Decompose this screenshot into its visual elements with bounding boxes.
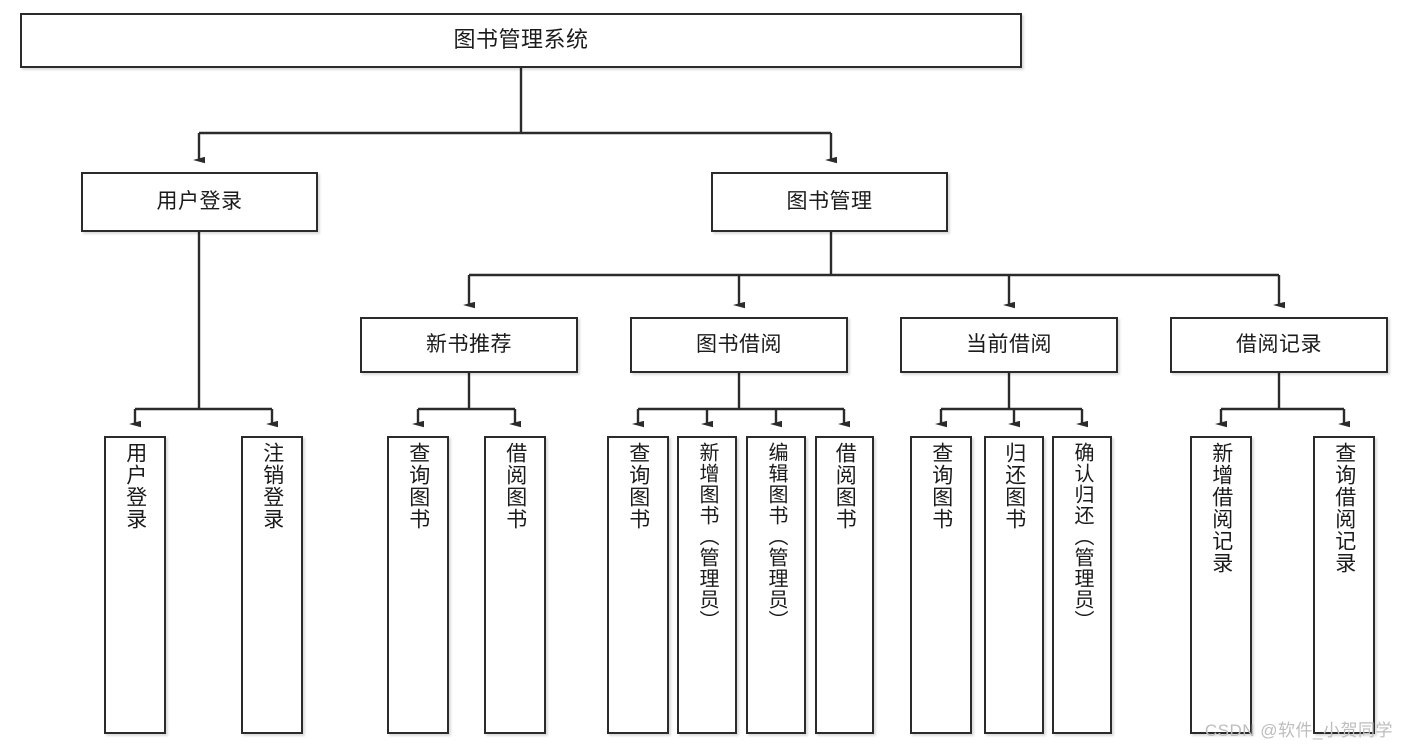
node-leaf-add-borrow-record[interactable]: 新增借阅记录: [1190, 436, 1252, 734]
csdn-watermark: CSDN @软件_小贺同学: [1204, 721, 1393, 740]
node-leaf-query-book-1-label: 查询图书: [406, 442, 430, 530]
node-new-book-recommend-label: 新书推荐: [426, 333, 512, 357]
node-leaf-query-book-2-label: 查询图书: [626, 442, 650, 530]
node-leaf-user-logout-label: 注销登录: [260, 442, 284, 530]
node-leaf-query-borrow-record-label: 查询借阅记录: [1332, 442, 1356, 574]
node-leaf-user-logout[interactable]: 注销登录: [241, 436, 303, 734]
node-leaf-query-borrow-record[interactable]: 查询借阅记录: [1313, 436, 1375, 734]
node-leaf-query-book-1[interactable]: 查询图书: [387, 436, 449, 734]
node-leaf-borrow-book-1[interactable]: 借阅图书: [484, 436, 546, 734]
node-leaf-confirm-return-admin[interactable]: 确认归还（管理员）: [1052, 436, 1112, 734]
node-new-book-recommend[interactable]: 新书推荐: [360, 317, 578, 373]
node-book-manage-label: 图书管理: [786, 190, 873, 214]
node-leaf-user-login[interactable]: 用户登录: [104, 436, 166, 734]
node-leaf-query-book-3-label: 查询图书: [929, 442, 953, 530]
node-leaf-query-book-2[interactable]: 查询图书: [607, 436, 669, 734]
node-leaf-confirm-return-admin-label: 确认归还（管理员）: [1071, 442, 1093, 631]
node-user-login-label: 用户登录: [156, 190, 243, 214]
node-leaf-add-borrow-record-label: 新增借阅记录: [1209, 442, 1233, 574]
node-book-borrow[interactable]: 图书借阅: [630, 317, 848, 373]
node-leaf-user-login-label: 用户登录: [123, 442, 147, 530]
node-leaf-edit-book-admin-label: 编辑图书（管理员）: [765, 442, 787, 631]
node-leaf-query-book-3[interactable]: 查询图书: [910, 436, 972, 734]
node-book-manage[interactable]: 图书管理: [711, 172, 948, 232]
node-root[interactable]: 图书管理系统: [20, 13, 1022, 68]
node-leaf-borrow-book-1-label: 借阅图书: [503, 442, 527, 530]
node-borrow-record-label: 借阅记录: [1236, 333, 1322, 357]
node-leaf-add-book-admin-label: 新增图书（管理员）: [696, 442, 718, 631]
node-root-label: 图书管理系统: [453, 27, 589, 53]
node-leaf-borrow-book-2[interactable]: 借阅图书: [815, 436, 874, 734]
node-leaf-add-book-admin[interactable]: 新增图书（管理员）: [677, 436, 737, 734]
node-current-borrow[interactable]: 当前借阅: [900, 317, 1118, 373]
node-user-login[interactable]: 用户登录: [81, 172, 318, 232]
node-leaf-return-book-label: 归还图书: [1002, 442, 1026, 530]
node-book-borrow-label: 图书借阅: [696, 333, 782, 357]
node-leaf-edit-book-admin[interactable]: 编辑图书（管理员）: [746, 436, 806, 734]
node-leaf-borrow-book-2-label: 借阅图书: [833, 442, 857, 530]
node-current-borrow-label: 当前借阅: [966, 333, 1052, 357]
node-leaf-return-book[interactable]: 归还图书: [984, 436, 1044, 734]
node-borrow-record[interactable]: 借阅记录: [1170, 317, 1388, 373]
